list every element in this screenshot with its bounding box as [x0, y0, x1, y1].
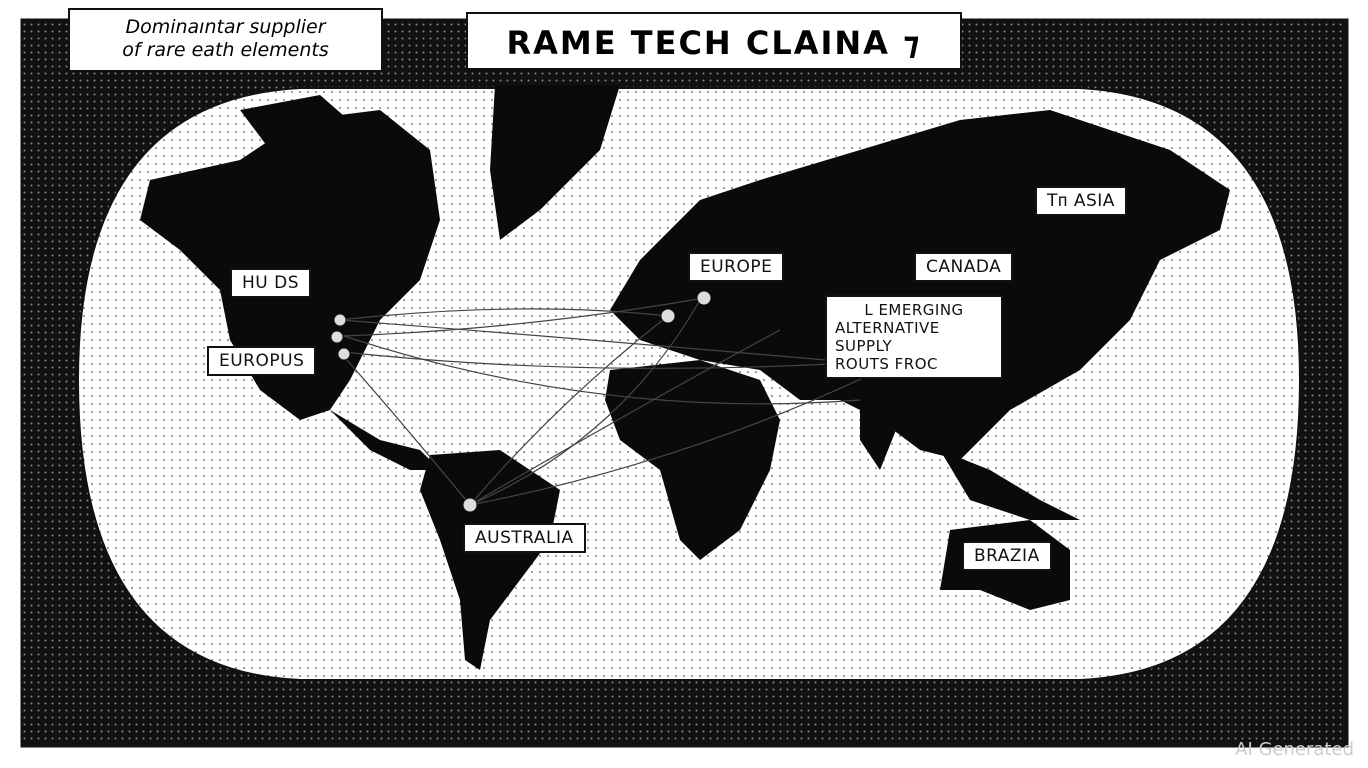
south-america: [420, 450, 560, 670]
label-asia: Tᴨ ASIA: [1035, 186, 1127, 216]
label-europus: EUROPUS: [207, 346, 317, 376]
southeast-asia: [940, 450, 1080, 520]
central-america: [330, 410, 440, 470]
title-mark: ⁊: [903, 24, 922, 62]
caption-line: Dominaıntar supplier: [125, 16, 326, 38]
india: [860, 400, 900, 470]
label-hu-ds: HU DS: [230, 268, 312, 298]
route-nodes: [330, 290, 712, 513]
title-text: RAME TECH CLAINA: [506, 24, 890, 62]
emerging-line: ALTERNATIVE SUPPLY: [835, 319, 940, 355]
japan: [1080, 290, 1115, 350]
emerging-line: L EMERGING: [864, 301, 964, 319]
caption-box: Dominaıntar supplier of rare eath elemen…: [68, 8, 383, 72]
label-emerging-routes: L EMERGING ALTERNATIVE SUPPLY ROUTS FROC: [825, 295, 1003, 379]
label-australia: AUSTRALIA: [463, 523, 586, 553]
label-brazia: BRAZIA: [962, 541, 1052, 571]
africa: [605, 360, 780, 560]
label-canada: CANADA: [914, 252, 1014, 282]
caption-line: of rare eath elements: [122, 39, 329, 61]
emerging-line: ROUTS FROC: [835, 355, 938, 373]
watermark: AI Generated: [1235, 739, 1354, 760]
map-title: RAME TECH CLAINA ⁊: [466, 12, 962, 70]
greenland: [490, 85, 620, 240]
label-europe: EUROPE: [688, 252, 785, 282]
canada-islands: [240, 95, 360, 160]
